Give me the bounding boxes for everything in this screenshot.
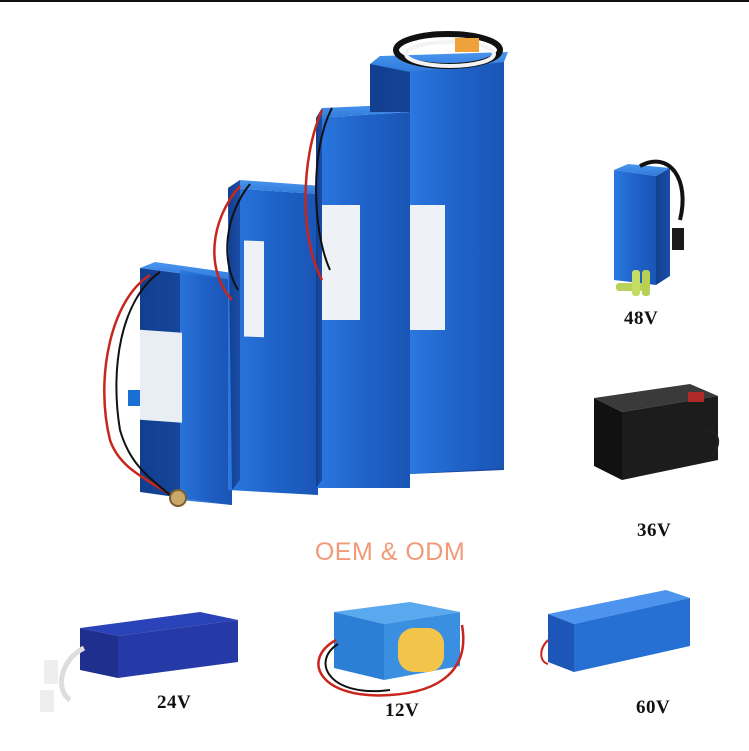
battery-pack-large	[304, 104, 414, 488]
battery-36v-image	[594, 384, 720, 480]
label-36v: 36V	[637, 520, 672, 541]
label-48v: 48V	[624, 308, 659, 329]
battery-pack-small	[103, 262, 240, 507]
battery-24v-image	[40, 612, 238, 712]
battery-pack-medium	[213, 180, 322, 495]
battery-60v-image	[540, 590, 690, 672]
battery-pack-tallest	[370, 31, 508, 474]
battery-12v-image	[317, 602, 465, 697]
label-24v: 24V	[157, 692, 192, 713]
label-60v: 60V	[636, 697, 671, 718]
top-border-line	[0, 0, 749, 2]
label-12v: 12V	[385, 700, 420, 721]
battery-48v-image	[614, 159, 685, 296]
oem-odm-headline: OEM & ODM	[314, 538, 466, 566]
